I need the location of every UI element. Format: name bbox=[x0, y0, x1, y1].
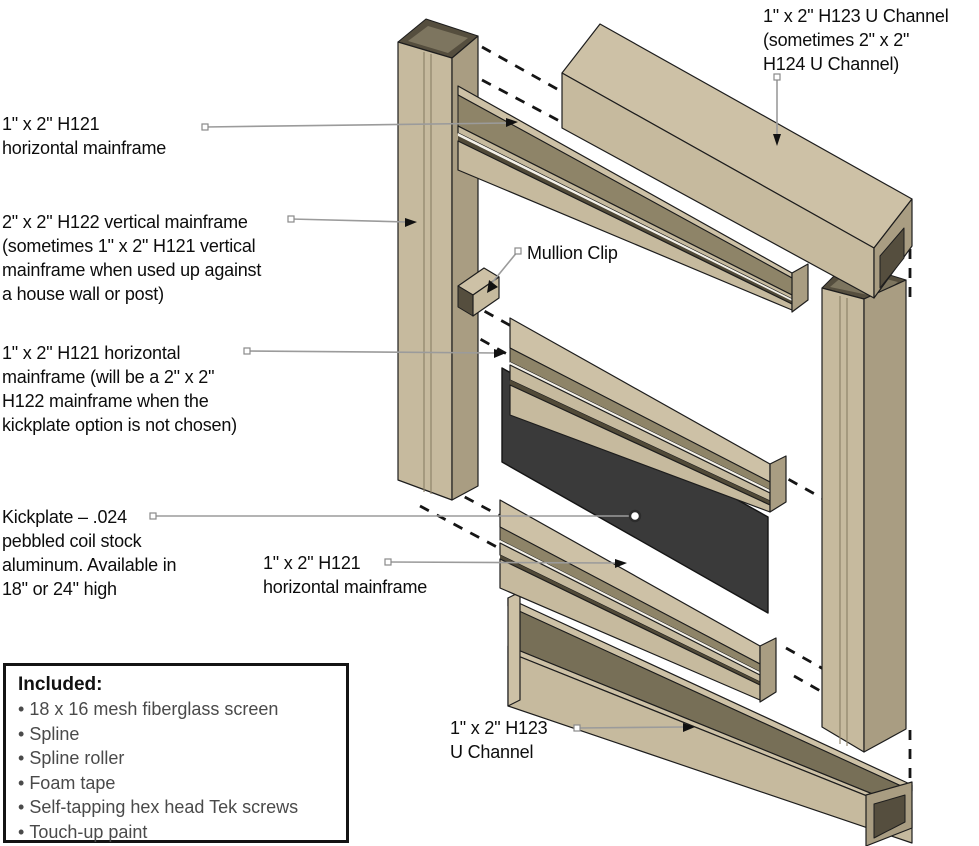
included-item: Touch-up paint bbox=[18, 820, 334, 845]
included-item: Spline roller bbox=[18, 746, 334, 771]
lower-horizontal-mainframe bbox=[499, 499, 777, 703]
label-bottom-h121: 1" x 2" H121 horizontal mainframe bbox=[263, 553, 428, 597]
right-vertical-mainframe bbox=[821, 261, 907, 753]
included-item: 18 x 16 mesh fiberglass screen bbox=[18, 697, 334, 722]
label-h122-vertical: 2" x 2" H122 vertical mainframe (sometim… bbox=[2, 212, 262, 304]
label-mullion-clip: Mullion Clip bbox=[527, 243, 618, 263]
top-horizontal-mainframe bbox=[457, 85, 809, 313]
middle-horizontal-mainframe bbox=[509, 317, 787, 513]
included-box: Included: 18 x 16 mesh fiberglass screen… bbox=[3, 663, 349, 843]
bottom-u-channel bbox=[507, 591, 913, 846]
top-u-channel bbox=[561, 23, 913, 299]
included-item: Self-tapping hex head Tek screws bbox=[18, 795, 334, 820]
label-kickplate: Kickplate – .024 pebbled coil stock alum… bbox=[2, 507, 177, 599]
label-bottom-u-channel: 1" x 2" H123 U Channel bbox=[450, 718, 548, 762]
included-item: Spline bbox=[18, 722, 334, 747]
label-top-u-channel: 1" x 2" H123 U Channel (sometimes 2" x 2… bbox=[763, 6, 949, 74]
label-middle-h121: 1" x 2" H121 horizontal mainframe (will … bbox=[2, 343, 237, 435]
included-item: Foam tape bbox=[18, 771, 334, 796]
leader-lines bbox=[149, 73, 781, 732]
label-top-h121: 1" x 2" H121 horizontal mainframe bbox=[2, 114, 167, 158]
included-title: Included: bbox=[18, 674, 103, 695]
